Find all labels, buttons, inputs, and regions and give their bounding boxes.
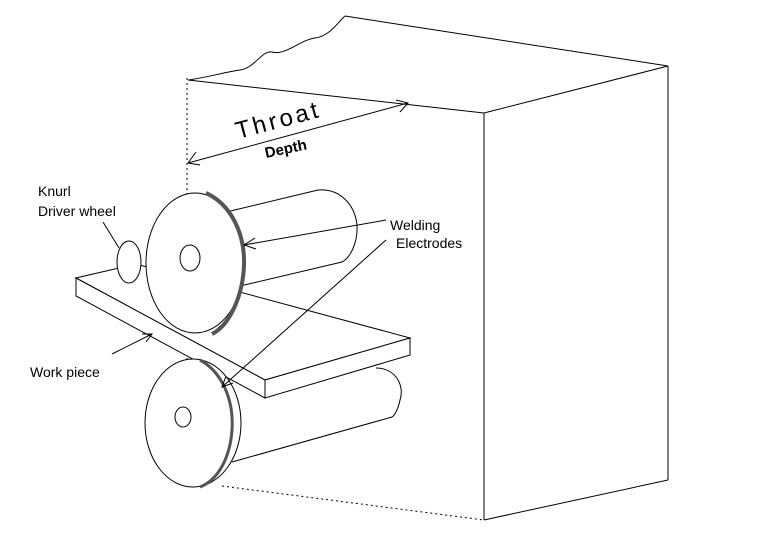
- upper-electrode-leader: [242, 219, 387, 250]
- housing-top-right-edge: [483, 65, 669, 114]
- electrodes-label: Electrodes: [396, 235, 462, 251]
- driver-wheel-label: Driver wheel: [38, 203, 116, 219]
- housing-bottom-dotted-edge: [221, 485, 485, 521]
- knurl-leader-line: [102, 221, 120, 249]
- lower-electrode-leader: [221, 239, 387, 388]
- upper-electrode-hub: [179, 244, 201, 272]
- lower-electrode-hub: [174, 406, 192, 428]
- knurl-label: Knurl: [38, 183, 71, 199]
- welding-label: Welding: [390, 217, 440, 233]
- housing-top-wavy-edge: [187, 15, 346, 81]
- upper-electrode-wheel: [145, 191, 247, 336]
- housing-top-front-edge: [187, 79, 485, 114]
- lower-electrode-wheel: [144, 358, 242, 489]
- work-piece-leader: [111, 333, 153, 355]
- lower-electrode-shaft: [231, 367, 402, 463]
- work-piece-label: Work piece: [30, 364, 100, 380]
- machine-housing: [187, 15, 669, 521]
- throat-depth-arrow: [187, 99, 409, 166]
- throat-label: Throat: [233, 96, 324, 145]
- housing-bottom-edge: [483, 479, 669, 521]
- housing-top-back-edge: [344, 15, 669, 67]
- knurl-driver-wheel: [116, 240, 142, 284]
